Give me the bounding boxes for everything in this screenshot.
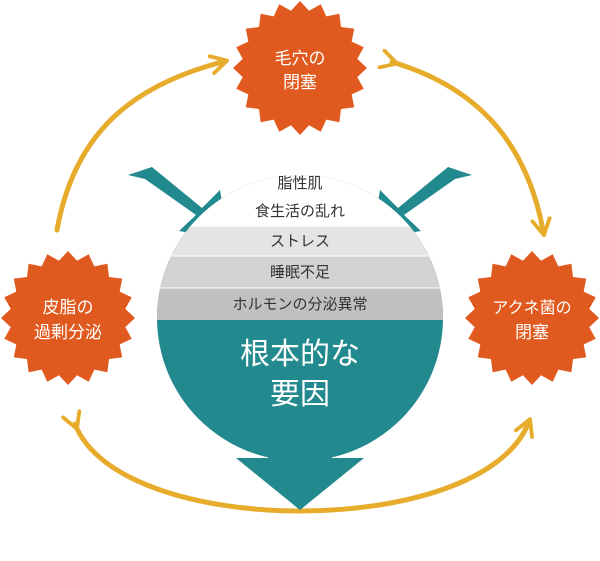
root-cause-circle — [157, 175, 443, 461]
center-title-line1: 根本的な — [240, 337, 360, 372]
factor-lack-of-sleep: 睡眠不足 — [270, 263, 330, 281]
factor-stress: ストレス — [270, 232, 330, 250]
badge-right-text-line1: アクネ菌の — [492, 298, 571, 317]
cycle-arrow-top-right — [392, 62, 543, 230]
badge-left-text-line2: 過剰分泌 — [34, 323, 102, 343]
factor-hormone-imbalance: ホルモンの分泌異常 — [232, 295, 367, 313]
cycle-arrow-top-left — [54, 62, 222, 233]
teal-arrow-down — [236, 445, 364, 510]
badge-right-text-line2: 閉塞 — [515, 323, 549, 343]
badge-right-acne-bacteria — [465, 251, 599, 385]
badge-left-excess-sebum — [1, 251, 135, 385]
factor-oily-skin: 脂性肌 — [277, 174, 322, 192]
badge-top-text-line1: 毛穴の — [275, 49, 326, 69]
badge-left-text-line1: 皮脂の — [43, 298, 94, 318]
badge-top-pore-clogging — [233, 1, 367, 135]
center-title-line2: 要因 — [270, 377, 330, 412]
badge-top-text-line2: 閉塞 — [283, 73, 317, 93]
factor-poor-diet: 食生活の乱れ — [255, 202, 345, 220]
cycle-arrow-bottom — [75, 424, 528, 514]
